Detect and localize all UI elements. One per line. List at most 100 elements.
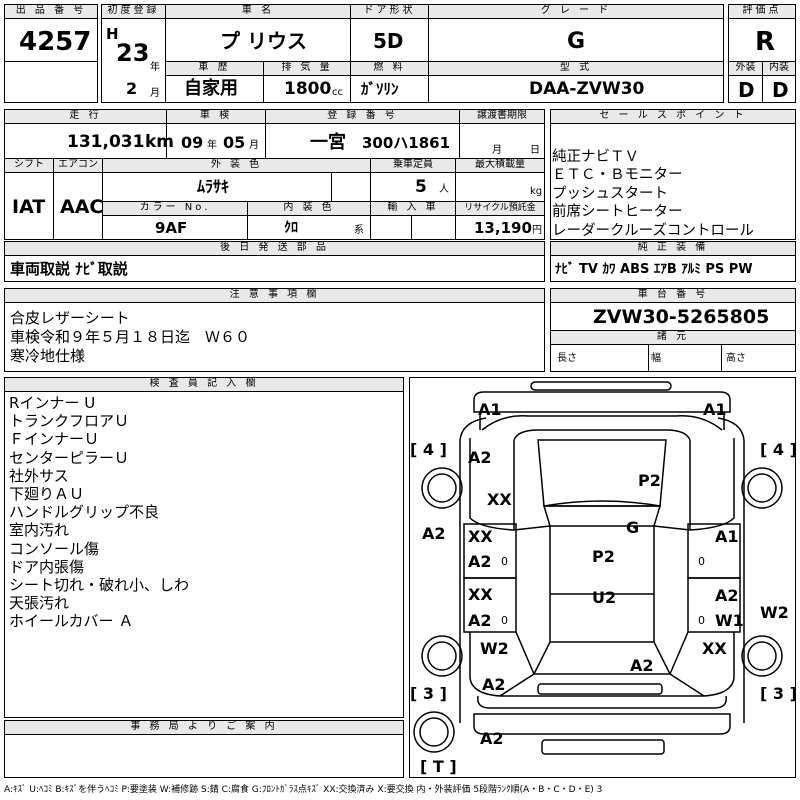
later-parts: 車両取説 ﾅﾋﾞ取説 (10, 260, 128, 278)
door-header: ドア形状 (350, 4, 429, 19)
inspection-month: 05 (223, 133, 246, 152)
reg-year: 23 (116, 39, 150, 67)
notes-box: 合皮レザーシート 車検令和９年５月１８日迄 Ｗ６０ 寒冷地仕様 (4, 302, 545, 372)
door-handle-mark: 0 (501, 555, 508, 568)
transfer-month-unit: 月 (492, 145, 502, 156)
shift: IAT (12, 196, 46, 218)
chassis-number: ZVW30-5265805 (593, 306, 770, 328)
sales-point-box: 純正ナビＴＶ ＥＴＣ・Ｂモニター プッシュスタート 前席シートヒーター レーダー… (550, 123, 796, 240)
chassis-box: ZVW30-5265805 (550, 302, 796, 331)
sales-points: 純正ナビＴＶ ＥＴＣ・Ｂモニター プッシュスタート 前席シートヒーター レーダー… (552, 149, 754, 239)
int-grade: D (772, 78, 789, 102)
damage-mark: P2 (638, 471, 661, 490)
transfer-day-unit: 日 (530, 145, 540, 156)
ext-color-divider (331, 173, 332, 201)
inspection-header: 車 検 (166, 109, 266, 124)
capacity: 5 (415, 177, 427, 197)
length-box: 長さ (550, 344, 649, 372)
damage-mark: A2 (480, 729, 504, 748)
car-name-box: プ リウス (165, 18, 351, 62)
damage-mark: XX (468, 527, 493, 546)
damage-mark: A2 (468, 448, 492, 467)
first-reg-header: 初度登録 (101, 4, 166, 19)
inspector-header: 検 査 員 記 入 欄 (4, 377, 404, 392)
later-parts-header: 後 日 発 送 部 品 (4, 241, 545, 256)
max-load-unit: kg (530, 186, 543, 197)
int-grade-header: 内装 (762, 61, 796, 76)
notes-header: 注 意 事 項 欄 (4, 288, 545, 303)
door-type: 5D (373, 29, 404, 53)
lot-number: 4257 (19, 27, 92, 57)
car-diagram-svg (413, 381, 783, 755)
damage-mark: W2 (760, 603, 789, 622)
ext-color-header: 外 装 色 (102, 158, 371, 173)
displacement: 1800 (284, 79, 332, 99)
recycle-fee: 13,190 (474, 219, 532, 237)
specs-header: 諸 元 (550, 330, 796, 345)
fuel-box: ｶﾞｿﾘﾝ (350, 75, 429, 103)
tire-rr-rating: [ 3 ] (760, 684, 797, 703)
office-box (4, 734, 404, 778)
fuel: ｶﾞｿﾘﾝ (361, 80, 399, 98)
tire-rl-rating: [ 3 ] (410, 684, 447, 703)
height-box: 高さ (721, 344, 796, 372)
later-parts-box: 車両取説 ﾅﾋﾞ取説 (4, 255, 545, 282)
era-label: H (106, 25, 119, 43)
plate-number: 300ハ1861 (362, 134, 451, 152)
grade: G (567, 29, 586, 54)
shift-header: シフト (4, 158, 54, 173)
capacity-box: 5 人 (370, 172, 456, 202)
model-code: DAA-ZVW30 (529, 79, 645, 99)
damage-mark: XX (487, 490, 512, 509)
score: R (755, 27, 776, 57)
damage-mark: A2 (468, 611, 492, 630)
inspection-month-unit: 月 (249, 140, 259, 151)
transfer-header: 譲渡書期限 (459, 109, 545, 124)
spare-tire-rating: [ T ] (420, 757, 457, 776)
aircon: AAC (60, 196, 104, 218)
ext-grade: D (738, 78, 755, 102)
width-label: 幅 (651, 353, 661, 364)
ac-box: AAC (53, 172, 103, 240)
mileage-header: 走 行 (4, 109, 167, 124)
history-box: 自家用 (165, 75, 264, 103)
import-box-b (411, 215, 456, 240)
equipment-box: ﾅﾋﾞ TV ｶﾜ ABS ｴｱB ｱﾙﾐ PS PW (550, 255, 796, 282)
first-reg-box: H 23 年 2 月 (101, 18, 166, 103)
color-no-header: カラー No. (102, 201, 248, 216)
inspection-box: 09 年 05 月 (166, 123, 266, 159)
equipment: ﾅﾋﾞ TV ｶﾜ ABS ｴｱB ｱﾙﾐ PS PW (555, 262, 753, 277)
reg-month-unit: 月 (150, 88, 160, 99)
damage-mark: XX (468, 585, 493, 604)
notes: 合皮レザーシート 車検令和９年５月１８日迄 Ｗ６０ 寒冷地仕様 (10, 309, 251, 365)
displacement-header: 排 気 量 (263, 61, 351, 76)
car-diagram: [ 4 ] [ 4 ] [ 3 ] [ 3 ] [ T ] A1 A1 A2 X… (409, 377, 797, 778)
max-load-box: kg (455, 172, 545, 202)
legend: A:ｷｽﾞ U:ﾍｺﾐ B:ｷｽﾞを伴うﾍｺﾐ P:要塗装 W:補修跡 S:錆 … (4, 785, 603, 795)
capacity-header: 乗車定員 (370, 158, 456, 173)
grade-header: グ レ ー ド (428, 4, 724, 19)
recycle-box: 13,190 円 (455, 215, 545, 240)
tire-fr-rating: [ 4 ] (760, 440, 797, 459)
score-header: 評価点 (728, 4, 796, 19)
import-header: 輸 入 車 (370, 201, 456, 216)
int-color-header: 内 装 色 (247, 201, 371, 216)
reg-month: 2 (126, 79, 138, 98)
displacement-unit: cc (332, 87, 343, 98)
color-no-box: 9AF (102, 215, 248, 240)
tire-fl-rating: [ 4 ] (410, 440, 447, 459)
damage-mark: P2 (592, 547, 615, 566)
damage-mark: A2 (482, 675, 506, 694)
door-handle-mark: 0 (698, 614, 705, 627)
sales-point-header: セ ー ル ス ポ イ ン ト (550, 109, 796, 124)
damage-mark: A2 (422, 524, 446, 543)
displacement-box: 1800 cc (263, 75, 351, 103)
ext-color: ﾑﾗｻｷ (197, 177, 230, 196)
capacity-unit: 人 (439, 184, 449, 195)
ac-header: エアコン (53, 158, 103, 173)
color-no: 9AF (155, 219, 188, 237)
int-color: ｸﾛ (284, 220, 298, 236)
reg-year-unit: 年 (150, 62, 160, 73)
damage-mark: U2 (592, 588, 617, 607)
recycle-unit: 円 (532, 225, 542, 236)
